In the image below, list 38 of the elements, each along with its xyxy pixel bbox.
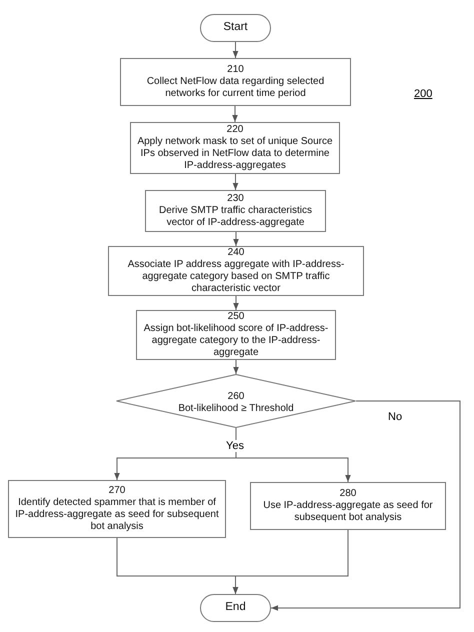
arrow (232, 530, 348, 594)
process-box (120, 58, 351, 106)
step-text: Use IP-address-aggregate as seed for subsequent bot analysis (262, 500, 434, 524)
process-box (8, 480, 226, 538)
step-text: Bot-likelihood ≥ Threshold (178, 403, 294, 415)
step-text: Apply network mask to set of unique Source IPs observed in NetFlow data to determine IP-address-aggregates (137, 136, 333, 172)
step-text: Start (223, 21, 248, 35)
step-number: 230 (227, 193, 244, 206)
start-terminal (200, 14, 271, 42)
step-number: 270 (108, 485, 126, 498)
step-text: Derive SMTP traffic characteristics vector of IP-address-aggregate (158, 205, 313, 229)
arrow (233, 232, 239, 246)
process-box (145, 190, 326, 232)
step-text: Collect NetFlow data regarding selected networks for current time period (146, 76, 326, 100)
step-number: 220 (226, 124, 244, 136)
step-number: 280 (340, 488, 356, 500)
step-number: 240 (228, 247, 244, 260)
figure-number: 200 (414, 88, 432, 100)
step-text: Assign bot-likelihood score of IP-address-aggregate category to the IP-address-aggregate (143, 323, 329, 359)
step-number: 210 (227, 64, 244, 76)
step-number: 250 (228, 311, 244, 324)
process-box (130, 122, 340, 174)
edge-label: No (388, 411, 402, 423)
arrow (233, 296, 239, 310)
process-box (136, 310, 336, 360)
step-text: End (225, 601, 246, 615)
arrow (270, 400, 460, 611)
process-box (250, 482, 446, 530)
step-text: Associate IP address aggregate with IP-address-aggregate category based on SMTP traffic characteristic vector (126, 259, 346, 295)
process-box (108, 246, 364, 296)
edge-label: Yes (226, 440, 244, 452)
arrow (232, 42, 238, 58)
step-number: 260 (228, 391, 244, 403)
arrow (232, 106, 238, 122)
end-terminal (200, 594, 271, 622)
step-text: Identify detected spammer that is member of IP-address-aggregate as seed for subsequent bot analysis (15, 497, 219, 533)
arrow (233, 360, 239, 374)
arrow (232, 174, 238, 190)
